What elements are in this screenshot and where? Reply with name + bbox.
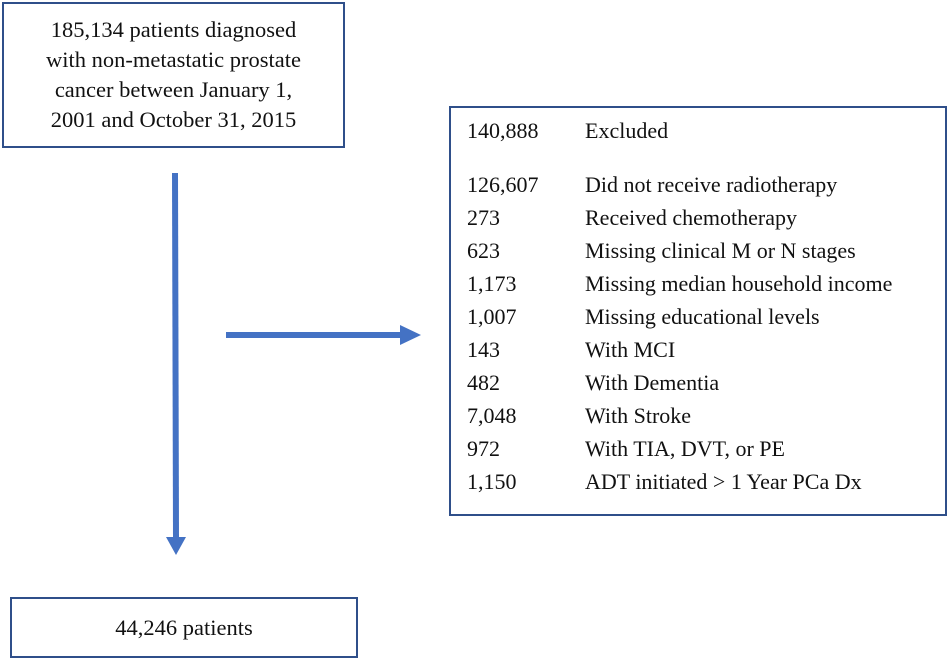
exclusion-row: 623 Missing clinical M or N stages xyxy=(467,236,935,266)
exclusion-count: 972 xyxy=(467,436,500,461)
initial-cohort-box: 185,134 patients diagnosed with non-meta… xyxy=(2,2,345,148)
down-arrow xyxy=(166,172,186,555)
exclusion-count: 482 xyxy=(467,370,500,395)
excluded-total-count: 140,888 xyxy=(467,118,539,143)
exclusion-count: 126,607 xyxy=(467,172,539,197)
exclusion-row: 972 With TIA, DVT, or PE xyxy=(467,434,935,464)
exclusion-row: 1,007 Missing educational levels xyxy=(467,302,935,332)
exclusion-count: 7,048 xyxy=(467,403,517,428)
exclusion-row: 1,150 ADT initiated > 1 Year PCa Dx xyxy=(467,467,935,497)
exclusion-count: 1,150 xyxy=(467,469,517,494)
exclusion-reason: Missing educational levels xyxy=(585,304,820,329)
exclusion-reason: Missing clinical M or N stages xyxy=(585,238,856,263)
exclusion-reason: With MCI xyxy=(585,337,676,362)
exclusion-row: 7,048 With Stroke xyxy=(467,401,935,431)
exclusion-count: 1,007 xyxy=(467,304,517,329)
exclusion-reason: ADT initiated > 1 Year PCa Dx xyxy=(585,469,862,494)
excluded-total-label: Excluded xyxy=(585,118,669,143)
exclusion-count: 1,173 xyxy=(467,271,517,296)
exclusion-row: 273 Received chemotherapy xyxy=(467,203,935,233)
exclusion-reason: With Dementia xyxy=(585,370,720,395)
exclusion-row: 143 With MCI xyxy=(467,335,935,365)
exclusion-row: 482 With Dementia xyxy=(467,368,935,398)
excluded-total-row: 140,888 Excluded xyxy=(467,116,935,146)
exclusion-count: 143 xyxy=(467,337,500,362)
final-cohort-text: 44,246 patients xyxy=(115,614,253,640)
right-arrow xyxy=(226,325,421,345)
final-cohort-box: 44,246 patients xyxy=(10,597,358,658)
exclusion-reason: With Stroke xyxy=(585,403,692,428)
exclusion-count: 273 xyxy=(467,205,500,230)
exclusion-box: 140,888 Excluded 126,607 Did not receive… xyxy=(449,106,947,516)
initial-cohort-text: 185,134 patients diagnosed with non-meta… xyxy=(46,17,301,132)
exclusion-count: 623 xyxy=(467,238,500,263)
exclusion-reason: Received chemotherapy xyxy=(585,205,797,230)
exclusion-reason: With TIA, DVT, or PE xyxy=(585,436,785,461)
exclusion-row: 1,173 Missing median household income xyxy=(467,269,935,299)
exclusion-reason: Did not receive radiotherapy xyxy=(585,172,838,197)
exclusion-reason: Missing median household income xyxy=(585,271,893,296)
exclusion-row: 126,607 Did not receive radiotherapy xyxy=(467,170,935,200)
